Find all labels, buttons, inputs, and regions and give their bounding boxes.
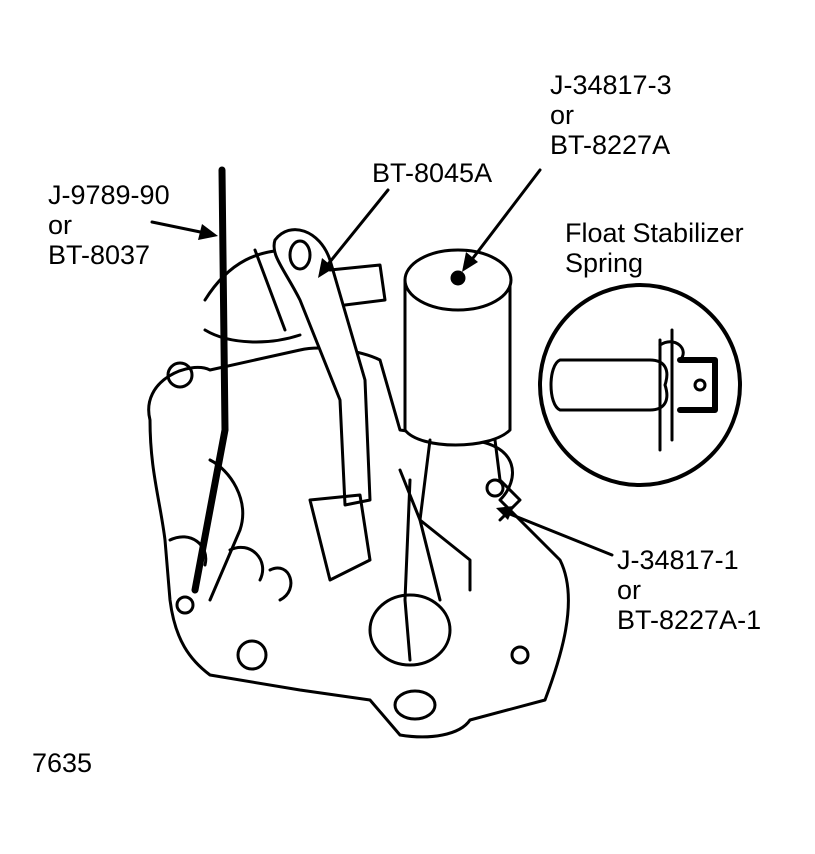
- arrow-heads: [198, 224, 670, 520]
- gauge-center-hole: [288, 239, 312, 271]
- inset-bracket: [677, 357, 718, 413]
- bore-opening: [368, 593, 452, 667]
- label-tool-left-line2: or: [48, 210, 73, 240]
- label-tool-center-line1: BT-8045A: [372, 158, 493, 188]
- label-tool-top-right-line2: or: [550, 100, 575, 130]
- inset-pin: [693, 378, 707, 392]
- cylinder-tool-body: [403, 278, 512, 447]
- hole-left-1: [166, 361, 194, 389]
- label-tool-left-line1: J-9789-90: [48, 180, 170, 210]
- label-inset-line1: Float Stabilizer: [565, 218, 744, 248]
- inset-circle: [538, 283, 742, 487]
- gauge-rod-hook: [208, 458, 245, 602]
- label-tool-bottom-right-line2: or: [617, 575, 642, 605]
- carburetor-body-outline: [147, 346, 570, 739]
- label-tool-bottom-right: J-34817-1 or BT-8227A-1: [617, 545, 761, 635]
- label-tool-left-line3: BT-8037: [48, 240, 151, 270]
- gauge-rod-left: [191, 166, 229, 594]
- screw-left: [236, 639, 268, 671]
- base-hole-lower: [393, 689, 437, 721]
- label-tool-top-right-line3: BT-8227A: [550, 130, 671, 160]
- hole-left-2: [175, 595, 195, 615]
- cylinder-tool-hole: [450, 270, 466, 286]
- figure-number: 7635: [32, 748, 93, 778]
- base-tool: [398, 468, 472, 662]
- interior-details: [168, 493, 372, 602]
- hole-right-1: [485, 478, 505, 498]
- label-tool-left: J-9789-90 or BT-8037: [48, 180, 170, 270]
- label-inset-line2: Spring: [565, 248, 644, 278]
- label-tool-center: BT-8045A: [372, 158, 492, 188]
- label-tool-top-right: J-34817-3 or BT-8227A: [550, 70, 672, 160]
- inset-float: [549, 358, 669, 412]
- label-tool-top-right-line1: J-34817-3: [550, 70, 672, 100]
- hole-right-2: [510, 645, 530, 665]
- label-tool-bottom-right-line1: J-34817-1: [617, 545, 739, 575]
- label-tool-bottom-right-line3: BT-8227A-1: [617, 605, 762, 635]
- gauge-center-bracket: [328, 263, 387, 307]
- label-inset: Float Stabilizer Spring: [565, 218, 744, 278]
- gauge-center: [272, 228, 372, 507]
